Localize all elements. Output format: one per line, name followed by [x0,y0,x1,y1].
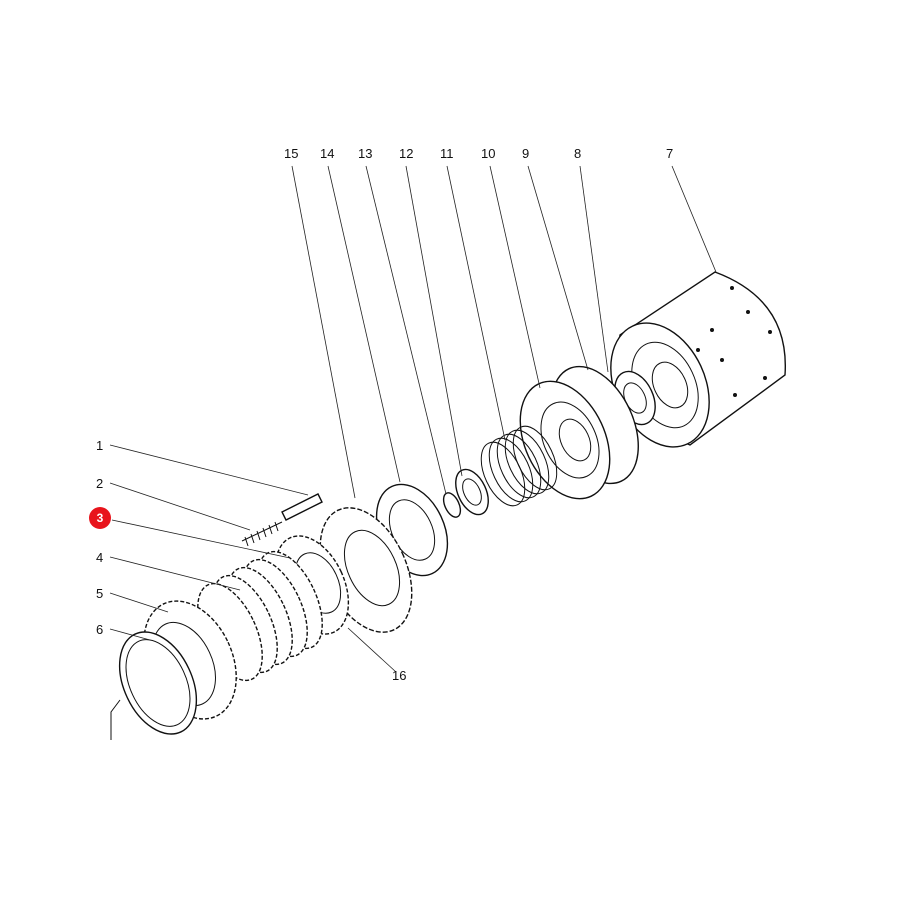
callout-12[interactable]: 12 [399,146,413,161]
leader-line-3 [111,519,291,559]
leader-line-11 [446,165,506,441]
part-pin[interactable] [281,493,323,521]
callout-14[interactable]: 14 [320,146,334,161]
callout-11[interactable]: 11 [440,146,454,161]
leader-line-15 [291,165,356,499]
leader-lines [109,165,717,673]
leader-line-8 [579,165,609,373]
leader-line-5 [109,592,169,613]
callout-7[interactable]: 7 [666,146,673,161]
leader-line-10 [489,165,541,389]
callout-3[interactable]: 3 [97,511,104,525]
callout-1[interactable]: 1 [96,438,103,453]
callout-2[interactable]: 2 [96,476,103,491]
callout-labels: 1 2 3 4 5 6 7 8 9 10 11 12 13 14 15 16 [89,146,673,683]
callout-16[interactable]: 16 [392,668,406,683]
leader-line-6 [109,628,151,641]
callout-4[interactable]: 4 [96,550,103,565]
callout-13[interactable]: 13 [358,146,372,161]
part-spring-retainer[interactable] [449,464,495,519]
part-friction-disc-pack[interactable] [184,542,335,690]
part-small-spring[interactable] [241,521,283,547]
callout-9[interactable]: 9 [522,146,529,161]
leader-line-13 [365,165,447,495]
leader-line-4 [109,556,241,591]
callout-8[interactable]: 8 [574,146,581,161]
part-snap-ring-large[interactable] [104,620,211,747]
part-piston[interactable] [503,367,628,513]
leader-line-2 [109,482,251,531]
part-return-spring[interactable] [472,420,565,513]
callout-5[interactable]: 5 [96,586,103,601]
highlight-badge[interactable] [89,507,111,529]
leader-line-16 [347,627,397,673]
callout-3-highlighted[interactable]: 3 [89,507,111,529]
leader-line-1 [109,444,309,496]
callout-15[interactable]: 15 [284,146,298,161]
leader-line-14 [327,165,401,483]
shaft-stub-line [110,699,121,740]
callout-10[interactable]: 10 [481,146,495,161]
part-snap-ring-small[interactable] [440,490,464,519]
leader-line-12 [405,165,463,477]
leader-line-9 [527,165,589,371]
leader-line-7 [671,165,717,273]
callout-6[interactable]: 6 [96,622,103,637]
